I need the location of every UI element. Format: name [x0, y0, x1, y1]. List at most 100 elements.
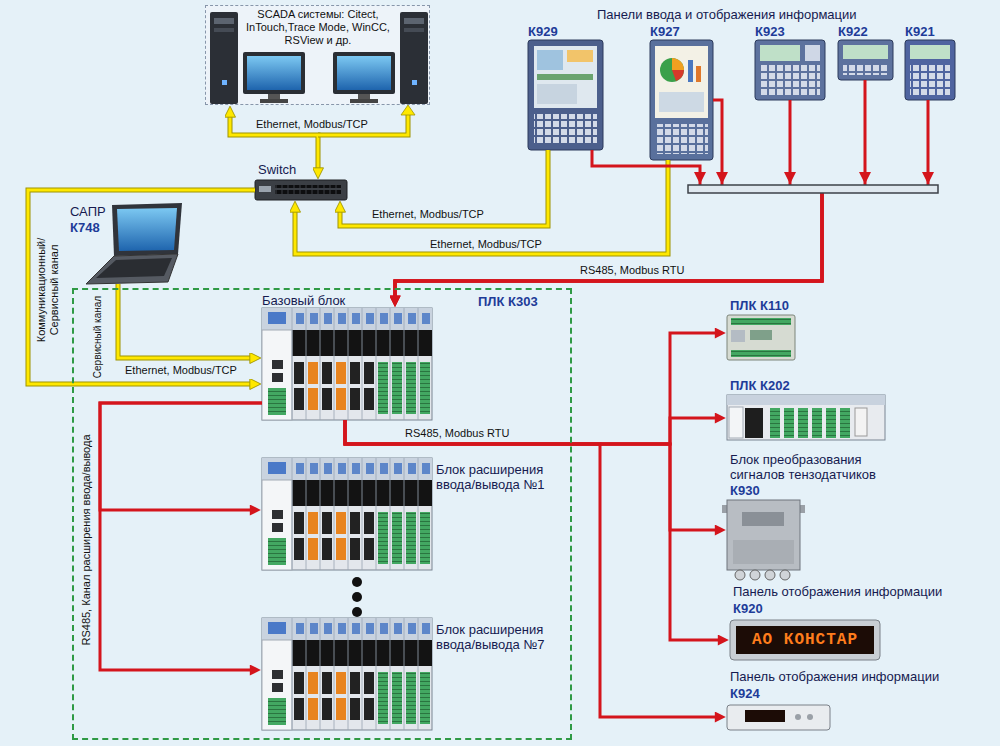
- scada-computers-part: [358, 94, 370, 99]
- scada-computers-part: [214, 18, 234, 24]
- panel-k921-part: [910, 63, 950, 95]
- link-label: Сервисный канал: [92, 292, 104, 382]
- strain-gauge-unit-part: [735, 570, 745, 580]
- rs485-link: [395, 150, 822, 300]
- cad-laptop: САПРК748: [66, 202, 182, 284]
- plc-k202-part: [770, 408, 780, 438]
- ethernet-link: [118, 284, 254, 358]
- laptop-part: [86, 254, 178, 284]
- rs485-link: [345, 420, 719, 717]
- expansion-unit: Блок расширения ввода/вывода №7: [262, 618, 432, 730]
- node-code: К748: [70, 220, 100, 235]
- connector-group: [395, 100, 822, 300]
- node-label: Блок расширения ввода/вывода №7: [436, 622, 568, 652]
- scada-computers-part: [210, 12, 238, 104]
- connector-group: [395, 150, 822, 300]
- panel-k923: [755, 40, 825, 100]
- plc-k202-part: [727, 395, 885, 440]
- node-label: Блок расширения ввода/вывода №1: [436, 462, 568, 492]
- connector-group: [295, 160, 668, 254]
- rs485-link: [345, 418, 719, 444]
- connector-group: [395, 100, 928, 300]
- panel-k927-part: [660, 58, 684, 82]
- panel-k927-part: [655, 124, 708, 154]
- scada-computers-part: [412, 80, 417, 85]
- strain-gauge-unit-part: [733, 540, 794, 564]
- rs485-link: [100, 403, 262, 670]
- panel-k929-part: [534, 46, 597, 108]
- rs485-link: [395, 100, 822, 300]
- ellipsis-dots-part: [352, 607, 362, 617]
- connector-group: [118, 284, 254, 358]
- ellipsis-dots-part: [352, 592, 362, 602]
- node-label: К922: [838, 24, 868, 39]
- panel-k923-part: [805, 45, 820, 61]
- node-code: К920: [733, 601, 763, 616]
- operator-panel: К929: [528, 40, 603, 150]
- node-label: ПЛК К202: [730, 378, 790, 393]
- plc-k110: [727, 315, 795, 360]
- plc-k202-part: [745, 408, 763, 438]
- expansion-rack: [262, 458, 432, 570]
- node-label: ПЛК К303: [478, 294, 538, 309]
- connector-group: [345, 333, 719, 444]
- connector-group: [100, 403, 262, 670]
- plc-device: ПЛК К202: [727, 395, 885, 440]
- panel-k927-part: [650, 40, 713, 160]
- plc-k202-part: [798, 408, 808, 438]
- node-label: САПР: [70, 204, 106, 219]
- scada-computers-part: [243, 52, 305, 94]
- plc-group: ПЛК К303Базовый блокБлок расширения ввод…: [72, 288, 572, 740]
- converter-unit: Блок преобразования сигналов тензодатчик…: [727, 500, 800, 570]
- expansion-unit: Блок расширения ввода/вывода №1: [262, 458, 432, 570]
- strain-gauge-unit-part: [765, 570, 775, 580]
- node-label: К929: [528, 24, 558, 39]
- panel-k929-part: [528, 40, 603, 150]
- node-label: Switch: [258, 162, 296, 177]
- panel-k927-part: [655, 46, 708, 118]
- scada-computers-part: [350, 99, 378, 103]
- plc-k202-part: [727, 395, 885, 405]
- node-label: Панель отображения информации: [733, 584, 942, 599]
- rs485-link: [100, 403, 262, 510]
- panel-k929: [528, 40, 603, 150]
- panel-k927-part: [688, 60, 693, 82]
- connector-outline: [28, 190, 255, 384]
- led-display-k924: [727, 705, 830, 730]
- panel-k929-part: [567, 50, 593, 62]
- panel-k929-part: [537, 84, 577, 104]
- node-label: Панель отображения информации: [730, 669, 939, 684]
- panel-k929-part: [534, 114, 597, 144]
- connector-group: [345, 420, 722, 640]
- rs485-link: [395, 100, 822, 300]
- node-code: К924: [730, 686, 760, 701]
- plc-k202-part: [812, 408, 822, 438]
- connector-group: [395, 100, 822, 300]
- laptop-part: [117, 208, 177, 251]
- plc-k110-part: [731, 318, 791, 325]
- plc-k110-part: [731, 330, 745, 342]
- panel-k923-part: [755, 40, 825, 100]
- strain-gauge-unit-part: [780, 570, 790, 580]
- scada-group: SCADA системы: Citect, InTouch,Trace Mod…: [205, 5, 430, 105]
- led-display-k924-part: [807, 714, 813, 720]
- connector-group: [345, 420, 719, 530]
- display-panel: Панель отображения информацииК924: [727, 705, 830, 730]
- panel-k929-part: [537, 50, 563, 70]
- link-label: Ethernet, Modbus/TCP: [372, 208, 484, 221]
- connector-outline: [340, 150, 548, 226]
- panel-k921-part: [905, 40, 955, 100]
- led-display-k920-part: [730, 620, 880, 660]
- rs485-link: [395, 100, 928, 300]
- operator-panel: К921: [905, 40, 955, 100]
- panel-k922-part: [843, 63, 888, 75]
- led-display-k920-part: [736, 626, 874, 654]
- link-label: RS485, Modbus RTU: [405, 427, 509, 440]
- led-text: АО КОНСТАР: [736, 626, 874, 654]
- ethernet-link: [340, 150, 548, 226]
- panel-k927-part: [659, 92, 704, 112]
- led-display-k924-part: [727, 705, 830, 730]
- link-label: Коммуникационный/ Сервисный канал: [35, 233, 61, 348]
- strain-gauge-unit-part: [742, 512, 784, 526]
